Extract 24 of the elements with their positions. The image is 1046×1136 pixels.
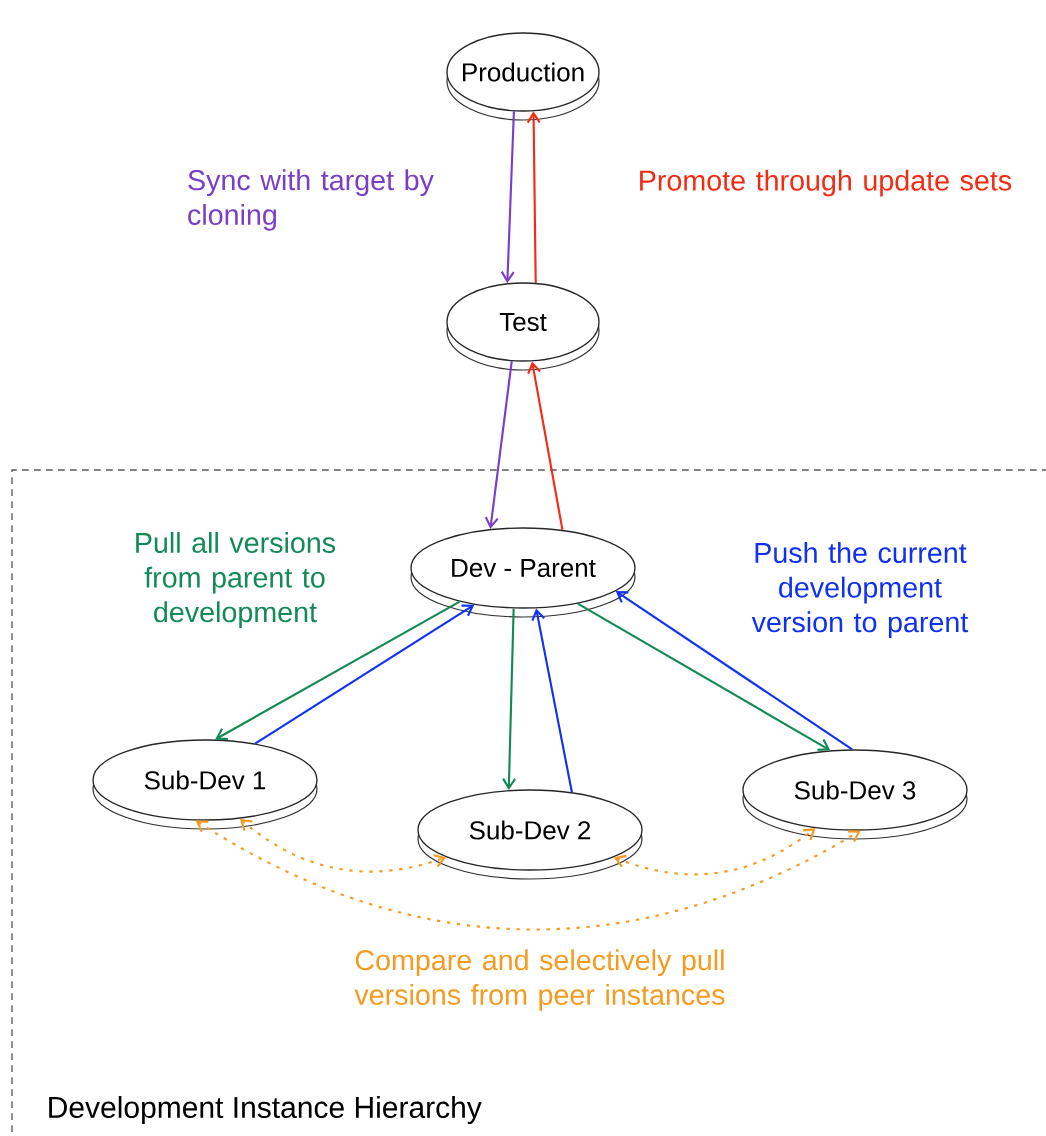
arrow — [531, 608, 573, 793]
disk-node: Sub-Dev 3 — [742, 749, 968, 840]
disk-node: Production — [446, 32, 600, 121]
arrow — [577, 602, 831, 751]
arrow — [615, 591, 853, 751]
arrow — [195, 820, 861, 931]
arrow — [527, 361, 564, 531]
edge-label: Sync with target by cloning — [188, 169, 434, 231]
arrow — [500, 111, 515, 284]
arrow — [526, 111, 541, 283]
edge-label: Push the current development version to parent — [751, 542, 969, 639]
disk-node: Test — [446, 282, 600, 371]
edge-label: Pull all versions from parent to development — [136, 532, 336, 629]
disk-node: Dev - Parent — [410, 527, 636, 618]
disk-node: Sub-Dev 2 — [417, 789, 643, 880]
arrow — [239, 818, 447, 873]
arrow — [484, 361, 513, 530]
arrow — [254, 604, 475, 745]
edge-label: Compare and selectively pull versions from peer instances — [354, 949, 725, 1011]
arrow — [613, 828, 816, 876]
arrow — [502, 608, 516, 791]
edge-label: Promote through update sets — [640, 169, 1012, 197]
disk-node: Sub-Dev 1 — [92, 739, 318, 830]
arrow — [215, 600, 461, 741]
